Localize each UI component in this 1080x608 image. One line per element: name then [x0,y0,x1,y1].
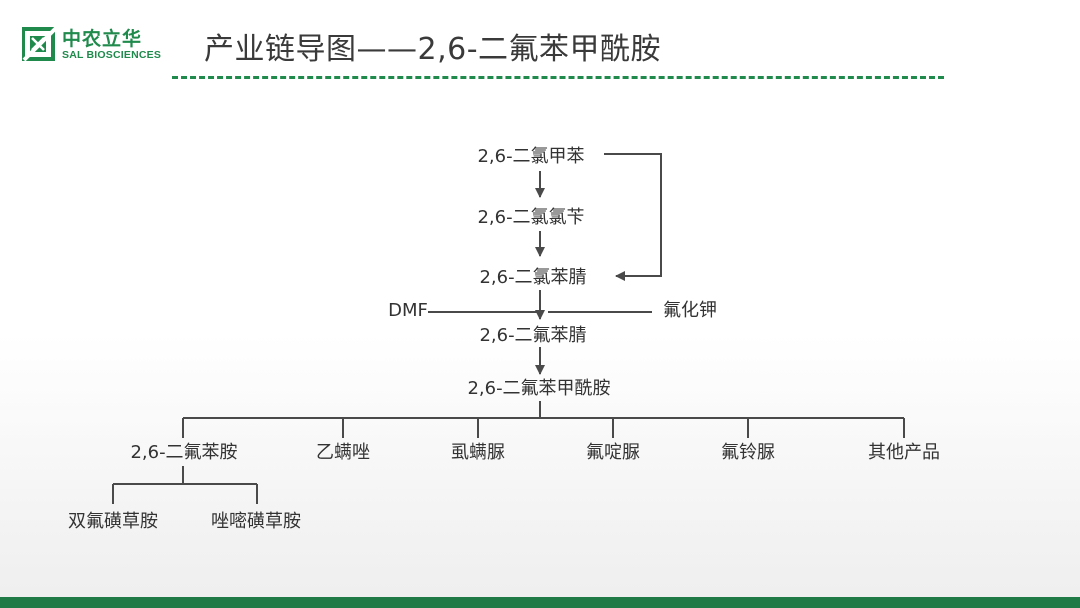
node-product: 其他产品 [868,442,940,463]
node-difluorobenzamide: 2,6-二氟苯甲酰胺 [467,378,611,399]
node-potassium-fluoride: 氟化钾 [663,300,717,321]
node-product: 2,6-二氟苯胺 [130,442,238,463]
footer-band [0,597,1080,608]
page-title: 产业链导图——2,6-二氟苯甲酰胺 [204,32,662,67]
company-logo: 中农立华 SAL BIOSCIENCES [22,24,162,68]
node-sub-product: 唑嘧磺草胺 [211,511,301,532]
logo-mark-icon [22,26,58,62]
node-sub-product: 双氟磺草胺 [68,511,158,532]
node-product: 虱螨脲 [451,442,505,463]
arrow-toluene-bypass [604,153,662,281]
node-product: 氟铃脲 [721,442,775,463]
node-dichlorobenzyl-chloride: 2,6-二氯氯苄 [477,207,585,228]
node-dmf: DMF [388,300,428,321]
title-dashed-divider [172,76,944,79]
logo-name-en: SAL BIOSCIENCES [62,49,162,61]
node-difluorobenzonitrile: 2,6-二氟苯腈 [479,325,587,346]
node-dichlorotoluene: 2,6-二氯甲苯 [477,146,585,167]
node-product: 乙螨唑 [316,442,370,463]
logo-name-cn: 中农立华 [62,28,143,50]
node-product: 氟啶脲 [586,442,640,463]
node-dichlorobenzonitrile: 2,6-二氯苯腈 [479,267,587,288]
